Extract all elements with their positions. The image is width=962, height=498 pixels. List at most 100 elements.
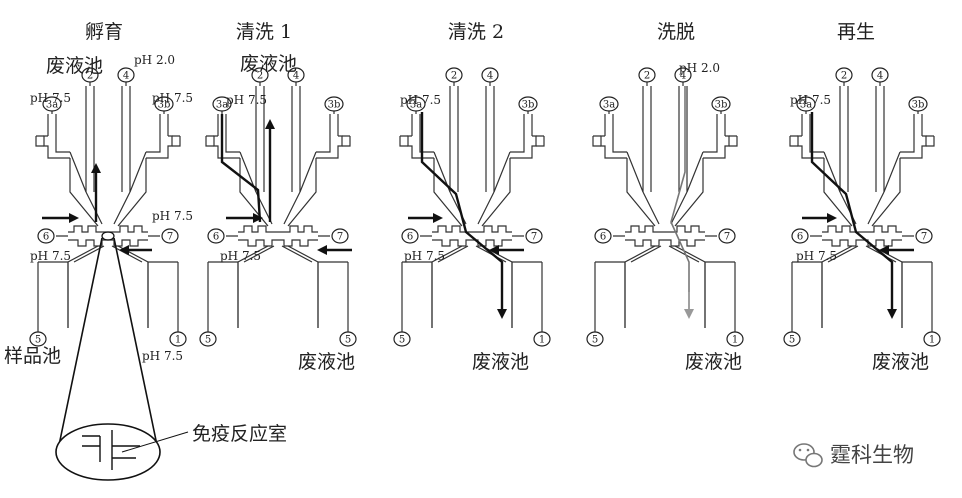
port-2-label: 2: [644, 71, 650, 82]
label-bottom-right: pH 7.5: [142, 349, 183, 363]
label-bottom-pool: 废液池: [472, 351, 529, 373]
port-6: 6: [37, 228, 55, 244]
port-2-label: 2: [451, 71, 457, 82]
port-6-label: 6: [600, 232, 606, 243]
label-bottom-pool: 废液池: [685, 351, 742, 373]
port-2: 2: [445, 67, 463, 83]
port-2: 2: [638, 67, 656, 83]
port-4-label: 4: [877, 71, 883, 82]
port-3a-label: 3a: [603, 100, 615, 111]
port-4: 4: [287, 67, 305, 83]
flow-path: [670, 86, 690, 292]
port-5: 5: [586, 331, 604, 347]
port-3b: 3b: [518, 96, 538, 112]
port-2: 2: [81, 67, 99, 83]
port-4-label: 4: [123, 71, 129, 82]
port-7: 7: [718, 228, 736, 244]
port-7-label: 7: [921, 232, 927, 243]
flow-path: [810, 112, 894, 292]
label-ph-mid-left: pH 7.5: [30, 249, 71, 263]
port-7: 7: [915, 228, 933, 244]
label-bottom-pool: 废液池: [298, 351, 355, 373]
port-1: 1: [533, 331, 551, 347]
label-ph-mid-right: pH 7.5: [152, 209, 193, 223]
panel-3: 清洗 2 2 4 3a 3b 6 7 5 1 pH 7.5 pH 7.5 废液池: [393, 21, 551, 373]
port-3b: 3b: [908, 96, 928, 112]
port-7: 7: [331, 228, 349, 244]
port-5-label: 5: [399, 335, 405, 346]
port-1-label: 1: [175, 335, 181, 346]
panel-title: 孵育: [85, 21, 123, 43]
label-ph-top: pH 2.0: [134, 53, 175, 67]
label-bottom-pool: 废液池: [872, 351, 929, 373]
port-7-label: 7: [724, 232, 730, 243]
port-5: 5: [199, 331, 217, 347]
port-1: 1: [923, 331, 941, 347]
label-bottom-left: 样品池: [4, 345, 61, 367]
port-5: 5: [29, 331, 47, 347]
watermark: 霆科生物: [793, 443, 914, 468]
port-3a: 3a: [42, 96, 62, 112]
label-ph-left: pH 7.5: [226, 93, 267, 107]
port-3a-label: 3a: [46, 100, 58, 111]
port-4-label: 4: [487, 71, 493, 82]
label-ph-mid-left: pH 7.5: [796, 249, 837, 263]
port-3a-label: 3a: [410, 100, 422, 111]
port-4: 4: [871, 67, 889, 83]
port-3b-label: 3b: [328, 100, 341, 111]
label-ph-mid-left: pH 7.5: [220, 249, 261, 263]
flow-path: [220, 114, 262, 223]
port-6-label: 6: [407, 232, 413, 243]
port-1: 1: [169, 331, 187, 347]
flow-path: [420, 112, 504, 292]
callout-label: 免疫反应室: [192, 423, 287, 445]
label-ph-left: pH 7.5: [30, 91, 71, 105]
label-ph-right: pH 7.5: [152, 91, 193, 105]
label-top-pool: 废液池: [46, 55, 103, 77]
wechat-icon: [793, 443, 823, 468]
label-ph-mid-left: pH 7.5: [404, 249, 445, 263]
panel-title: 清洗 2: [448, 21, 504, 43]
port-1: 5: [339, 331, 357, 347]
port-7: 7: [161, 228, 179, 244]
label-ph-left: pH 7.5: [400, 93, 441, 107]
port-7-label: 7: [167, 232, 173, 243]
port-5-label: 5: [789, 335, 795, 346]
port-2-label: 2: [87, 71, 93, 82]
port-2-label: 2: [841, 71, 847, 82]
port-5: 5: [393, 331, 411, 347]
port-3b-label: 3b: [715, 100, 728, 111]
port-6: 6: [401, 228, 419, 244]
port-5-label: 5: [592, 335, 598, 346]
port-4-label: 4: [293, 71, 299, 82]
port-5: 5: [783, 331, 801, 347]
port-5-label: 5: [205, 335, 211, 346]
reaction-chamber-callout: 免疫反应室: [55, 231, 287, 481]
port-7: 7: [525, 228, 543, 244]
panel-1: 孵育 2 4 3a 3b 6 7 5 1 废液池 pH 2.0 pH 7.5 pH 7.5 pH 7.5 p…: [4, 21, 193, 367]
label-top-pool: 废液池: [240, 53, 297, 75]
port-7-label: 7: [531, 232, 537, 243]
port-2-label: 2: [257, 71, 263, 82]
port-4-label: 4: [680, 71, 686, 82]
port-3a: 3a: [796, 96, 816, 112]
port-3b-label: 3b: [522, 100, 535, 111]
port-3b: 3b: [711, 96, 731, 112]
panel-title: 洗脱: [657, 21, 695, 43]
port-3b-label: 3b: [158, 100, 171, 111]
port-3b: 3b: [324, 96, 344, 112]
port-1-label: 1: [732, 335, 738, 346]
port-6: 6: [594, 228, 612, 244]
panel-title: 再生: [837, 21, 875, 43]
port-2: 2: [835, 67, 853, 83]
microfluidic-chip: 2 4 3a 3b 6 7 5 1 pH 7.5 pH 7.5 废液池: [393, 67, 551, 373]
watermark-text: 霆科生物: [830, 443, 914, 467]
port-3a-label: 3a: [800, 100, 812, 111]
panel-title: 清洗 1: [236, 21, 292, 43]
port-1-label: 5: [345, 335, 351, 346]
